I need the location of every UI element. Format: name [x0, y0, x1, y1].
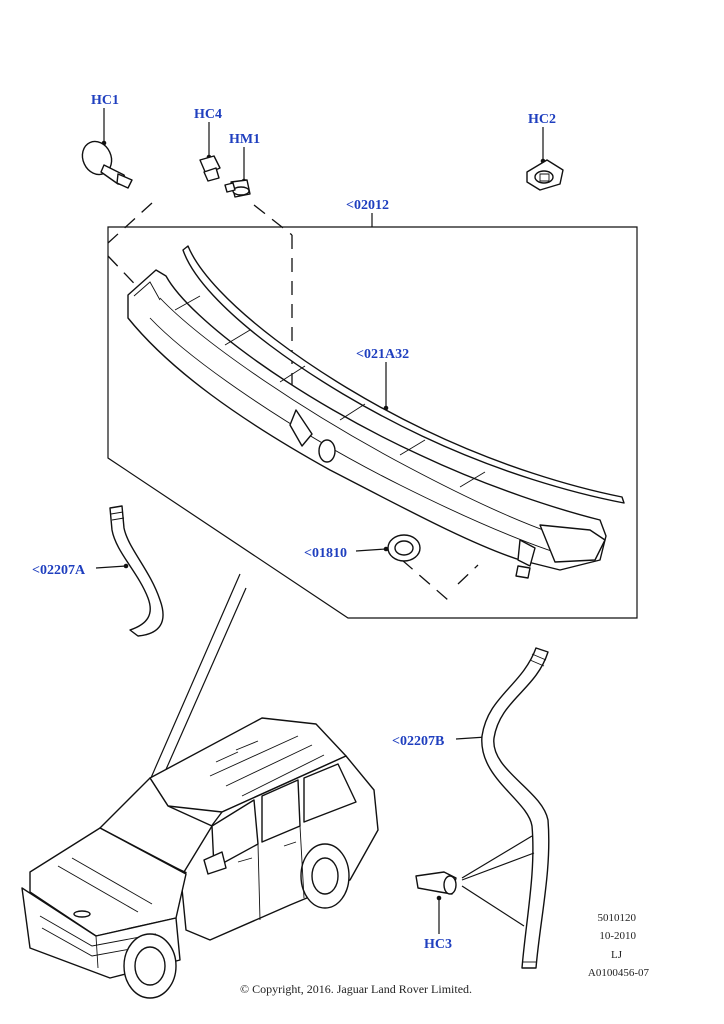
callout-hc1[interactable]: HC1: [91, 93, 119, 108]
callout-02012[interactable]: <02012: [346, 198, 389, 213]
drain-hose-02207a-cuff: [110, 511, 125, 521]
reference-date: 10-2010: [599, 930, 636, 942]
callout-01810[interactable]: <01810: [304, 546, 347, 561]
callout-021a32[interactable]: <021A32: [356, 347, 409, 362]
copyright-notice: © Copyright, 2016. Jaguar Land Rover Lim…: [240, 982, 472, 996]
grommet-01810: [387, 534, 421, 562]
vehicle-location-view: [21, 717, 379, 999]
callout-hc2[interactable]: HC2: [528, 112, 556, 127]
hc3-fan-lines: [461, 835, 535, 927]
assembly-frame: [107, 226, 638, 619]
reference-initials: LJ: [611, 949, 623, 961]
hc3-hose-clip: [415, 871, 457, 895]
callout-hm1[interactable]: HM1: [229, 132, 260, 147]
illustration-id: A0100456-07: [588, 967, 650, 979]
callout-02207a[interactable]: <02207A: [32, 563, 86, 578]
cowl-panel-02012: [127, 269, 607, 579]
callout-02207b[interactable]: <02207B: [392, 734, 444, 749]
hm1-fastener: [224, 179, 251, 198]
assembly-dashed-lines: [107, 202, 479, 601]
hc2-grommet-clip: [526, 159, 564, 191]
reference-code: 5010120: [598, 912, 637, 924]
callout-hc4[interactable]: HC4: [194, 107, 222, 122]
drain-hose-02207a: [109, 505, 164, 637]
callout-hc3[interactable]: HC3: [424, 937, 452, 952]
drain-hose-02207b: [481, 647, 550, 969]
cowl-seal-021a32: [182, 245, 625, 504]
hc4-clip: [199, 155, 221, 182]
hc1-push-clip: [81, 140, 133, 189]
